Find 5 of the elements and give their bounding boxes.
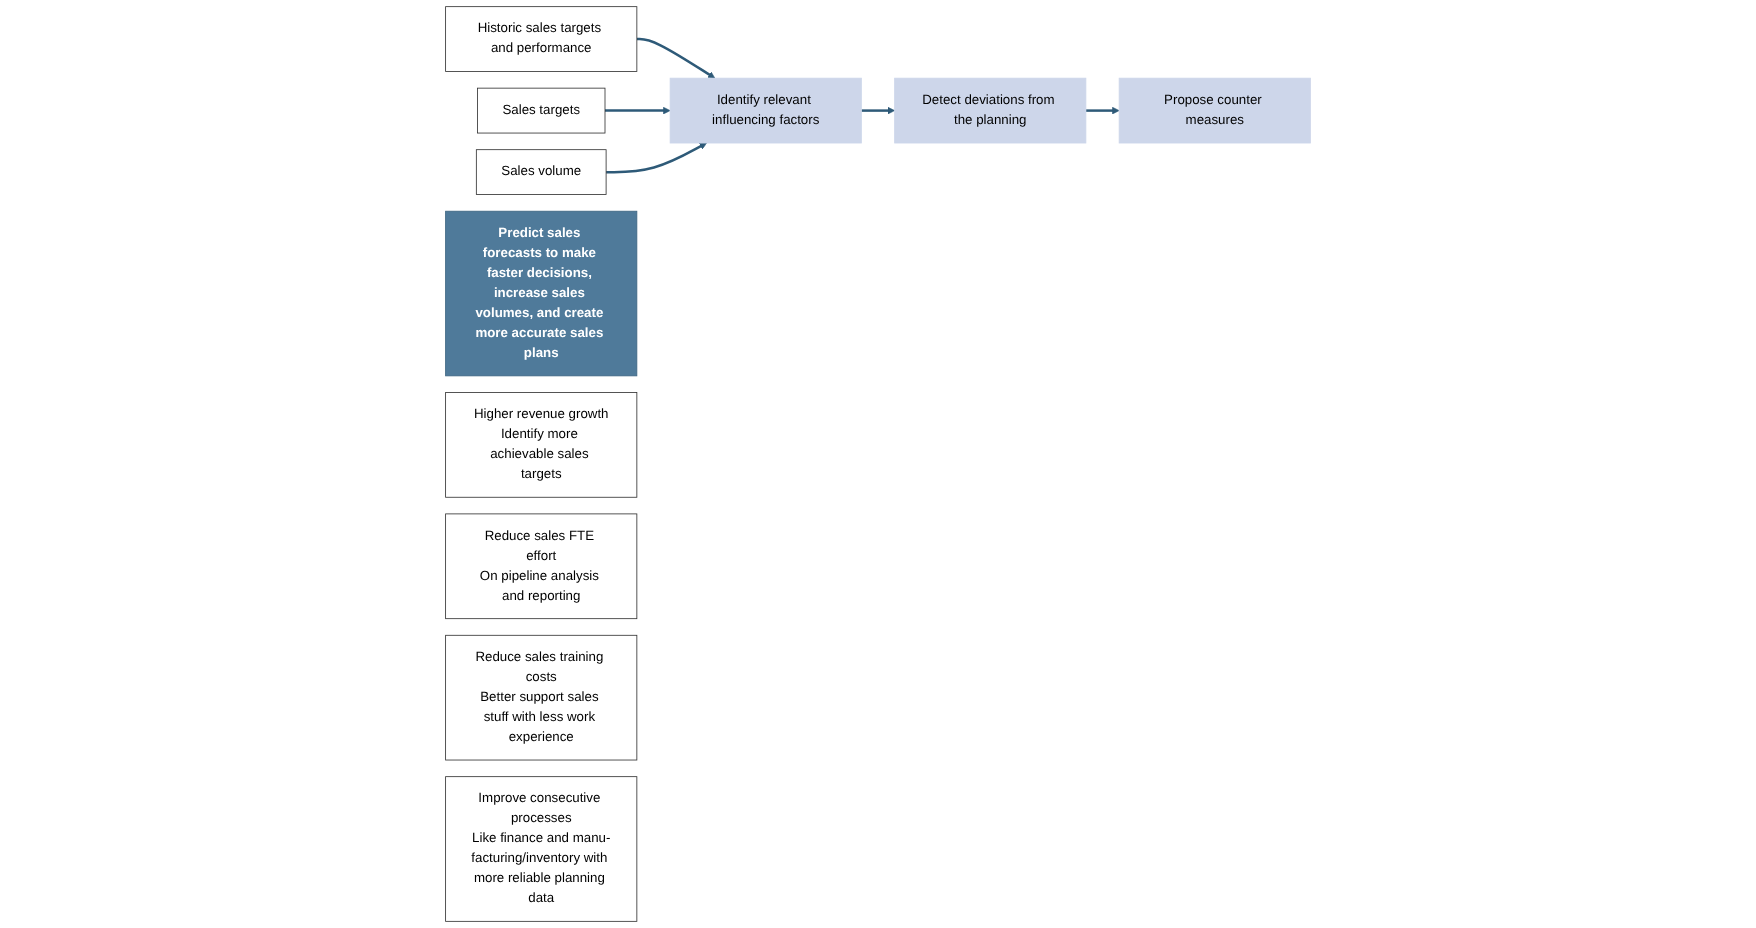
arrow <box>861 106 895 115</box>
arrow <box>1085 106 1120 115</box>
arrow <box>606 142 707 174</box>
arrow <box>636 37 716 79</box>
arrow <box>605 106 671 115</box>
